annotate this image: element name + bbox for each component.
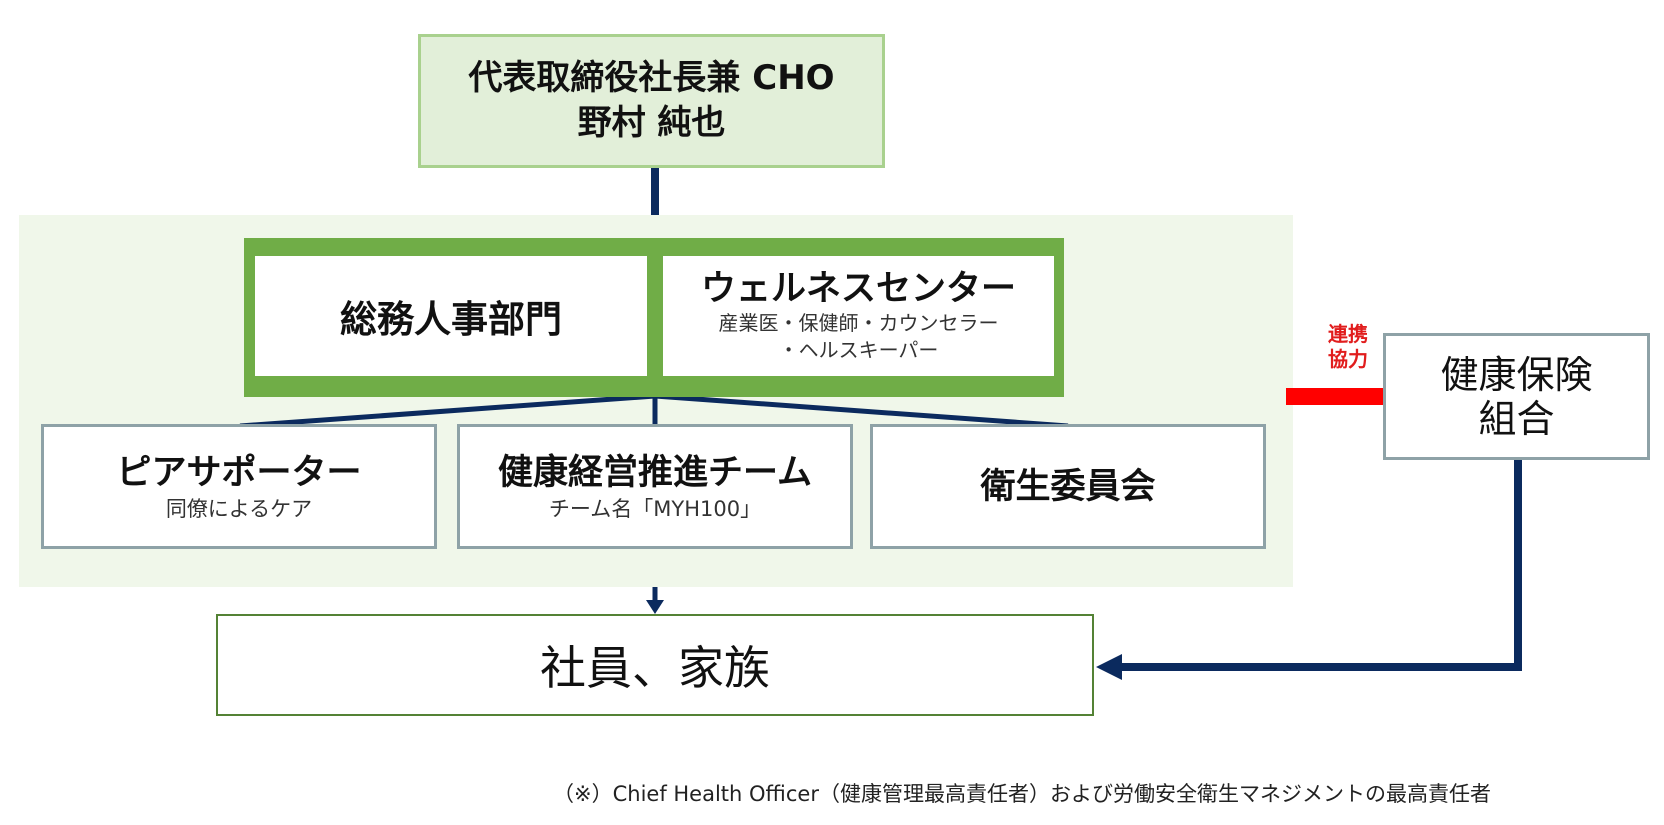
ceo-name: 野村 純也 <box>577 103 726 143</box>
peer-supporter-box: ピアサポーター 同僚によるケア <box>41 424 437 549</box>
collaboration-bar <box>1286 388 1384 405</box>
wellness-center-members-line1: 産業医・保健師・カウンセラー <box>718 311 999 335</box>
health-insurance-union-line1: 健康保険 <box>1440 352 1593 397</box>
ceo-title: 代表取締役社長兼 CHO <box>468 58 835 98</box>
collaboration-label-line1: 連携 <box>1328 322 1368 346</box>
departments-to-sc-line <box>654 393 1069 429</box>
wellness-center-members: 産業医・保健師・カウンセラー ・ヘルスキーパー <box>719 310 999 364</box>
collaboration-label: 連携 協力 <box>1308 322 1388 372</box>
wellness-center-box: ウェルネスセンター 産業医・保健師・カウンセラー ・ヘルスキーパー <box>663 256 1054 376</box>
employees-side-arrowhead <box>1096 654 1122 680</box>
health-insurance-union-line2: 組合 <box>1478 396 1555 441</box>
health-management-team-sub: チーム名「MYH100」 <box>548 496 762 521</box>
departments-to-peer-line <box>239 393 656 429</box>
safety-committee-box: 衛生委員会 <box>870 424 1266 549</box>
employees-box: 社員、家族 <box>216 614 1094 716</box>
wellness-center-title: ウェルネスセンター <box>700 269 1016 309</box>
safety-committee-title: 衛生委員会 <box>980 466 1156 507</box>
insurer-to-employees-line <box>1118 460 1522 671</box>
collaboration-label-line2: 協力 <box>1328 347 1368 371</box>
health-management-team-box: 健康経営推進チーム チーム名「MYH100」 <box>457 424 853 549</box>
employees-arrowhead <box>646 600 664 614</box>
general-affairs-dept-label: 総務人事部門 <box>340 298 562 341</box>
health-insurance-union-box: 健康保険 組合 <box>1383 333 1650 460</box>
ceo-box: 代表取締役社長兼 CHO 野村 純也 <box>418 34 885 168</box>
employees-label: 社員、家族 <box>540 641 770 695</box>
peer-supporter-sub: 同僚によるケア <box>165 496 313 521</box>
footnote: （※）Chief Health Officer（健康管理最高責任者）および労働安… <box>553 782 1491 806</box>
general-affairs-dept-box: 総務人事部門 <box>255 256 647 376</box>
wellness-center-members-line2: ・ヘルスキーパー <box>778 338 939 362</box>
health-management-team-title: 健康経営推進チーム <box>498 452 812 493</box>
peer-supporter-title: ピアサポーター <box>116 452 362 493</box>
